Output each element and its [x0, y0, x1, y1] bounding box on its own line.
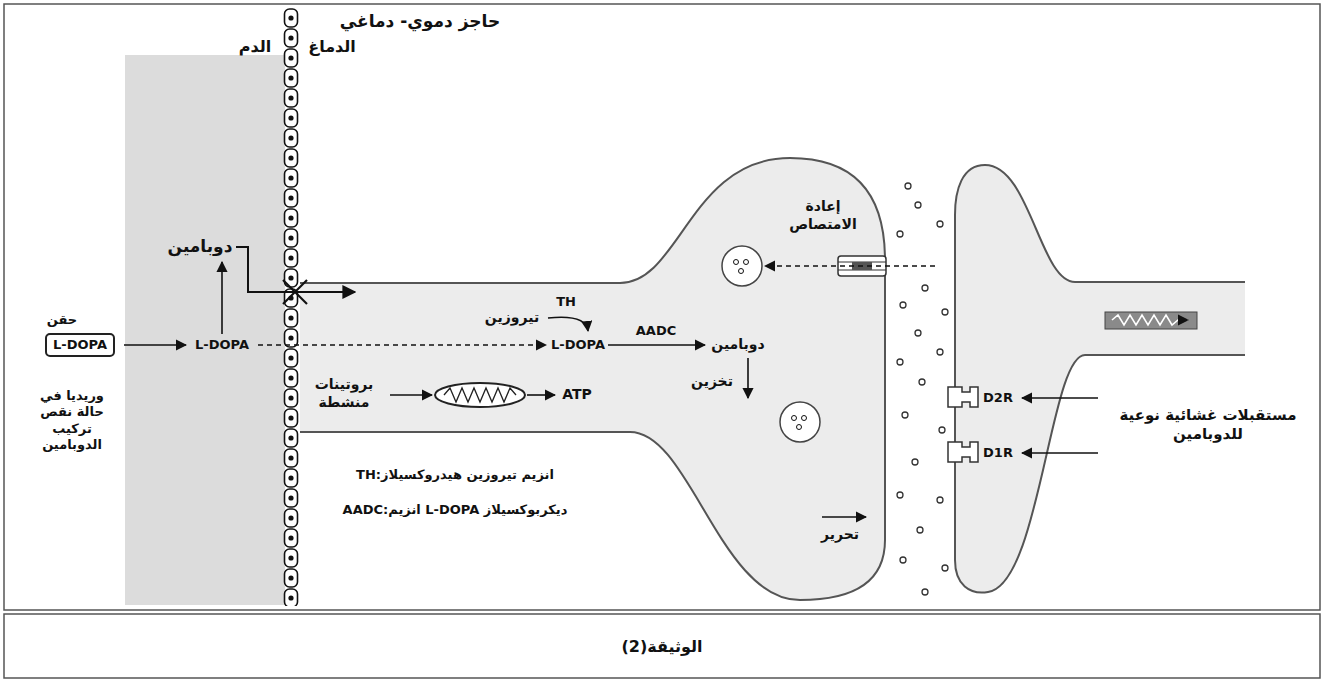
- postsynaptic-cell: [955, 165, 1245, 593]
- molecule-label: بروتينات منشطة: [303, 376, 385, 411]
- pointer-arrow: [1022, 452, 1098, 454]
- node-text: L-DOPA: [53, 337, 107, 353]
- receptor-symbol: [948, 387, 978, 407]
- process-label: إعادة الامتصاص: [781, 198, 865, 233]
- arrow: [124, 344, 186, 346]
- blocked-cross: [283, 280, 307, 304]
- legend-note: TH:انزيم تيروزين هيدروكسيلاز: [356, 467, 554, 483]
- signal-band: [1105, 312, 1197, 329]
- caption-frame: [4, 614, 1320, 678]
- molecule-label: L-DOPA: [551, 337, 605, 353]
- note-label: حقن: [47, 312, 77, 328]
- pointer-arrow: [1022, 397, 1098, 399]
- molecule-label: L-DOPA: [195, 337, 249, 353]
- molecule-label: دوبامين: [168, 236, 233, 257]
- vesicle: [722, 246, 762, 286]
- enzyme-label: TH: [556, 294, 576, 310]
- process-label: تخزين: [691, 373, 733, 391]
- molecule-label: تيروزين: [485, 309, 539, 327]
- region-label: الدماغ: [308, 37, 356, 57]
- note-label: وريديا في حالة نقص تركيب الدوبامين: [32, 388, 112, 453]
- arrow: [747, 358, 749, 398]
- receptor-label: D2R: [983, 390, 1013, 406]
- arrow: [527, 394, 555, 396]
- signal-wave: [1112, 315, 1188, 325]
- region-label: الدم: [239, 37, 271, 57]
- figure-caption: الوثيقة(2): [621, 637, 702, 656]
- legend-note: AADC:انزيم L-DOPA ديكربوكسيلاز: [343, 502, 568, 518]
- arrow: [548, 317, 588, 331]
- molecule-label: ATP: [562, 386, 592, 404]
- transport-arrow: [258, 344, 546, 346]
- molecule-label: دوبامين: [711, 336, 764, 354]
- enzyme-label: AADC: [636, 323, 676, 339]
- arrow: [390, 394, 432, 396]
- frame: [4, 4, 1320, 610]
- receptor-label: D1R: [983, 445, 1013, 461]
- arrow: [608, 344, 705, 346]
- vesicle: [780, 402, 820, 442]
- receptor-symbol: [948, 442, 978, 462]
- process-label: تحرير: [821, 526, 859, 544]
- receptor-note: مستقبلات غشائية نوعية للدوبامين: [1105, 406, 1311, 444]
- blood-region: [125, 55, 285, 605]
- mitochondrion: [435, 383, 525, 407]
- presynaptic-terminal: [300, 158, 885, 600]
- dopamine-molecules: [897, 183, 948, 595]
- arrow: [822, 516, 866, 518]
- barrier-title: حاجز دموي- دماغي: [340, 11, 500, 32]
- injection-box: L-DOPA: [45, 333, 115, 357]
- blood-brain-barrier: [283, 8, 299, 606]
- arrow: [221, 262, 223, 334]
- reuptake-arrow: [765, 265, 935, 267]
- blocked-arrow: [236, 247, 355, 292]
